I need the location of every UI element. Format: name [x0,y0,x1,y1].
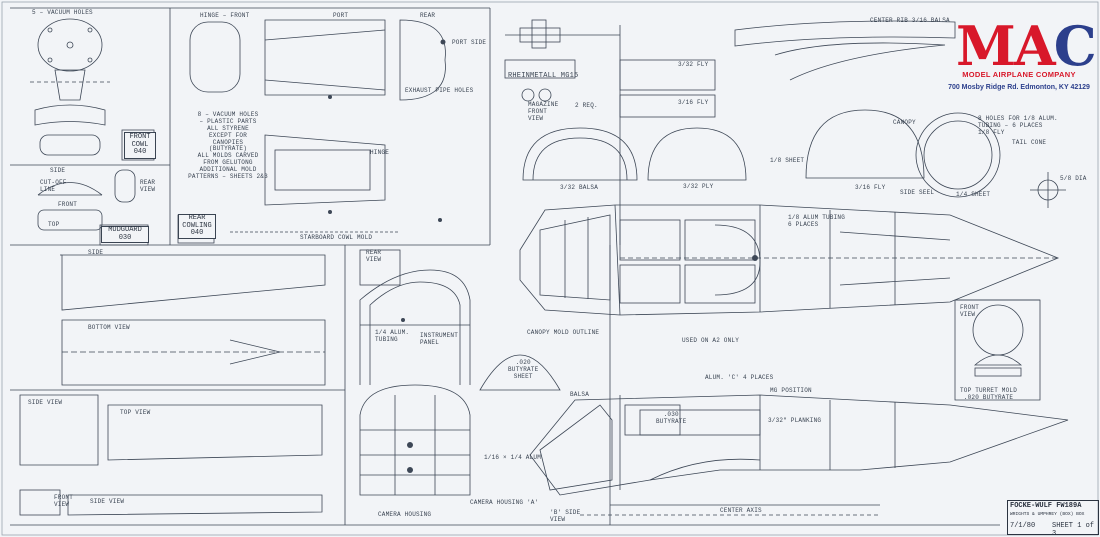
label-side: SIDE [50,167,66,174]
label-bottom-view: BOTTOM VIEW [88,324,130,331]
label-side-view-b: 'B' SIDE VIEW [550,509,581,523]
label-three-fly: 3/16 FLY [855,184,886,191]
title-name: FOCKE-WULF FW189A [1010,502,1082,510]
label-alum-tubing2: 1/4 ALUM. TUBING [375,329,410,343]
label-starboard-cowl-mold: STARBOARD COWL MOLD [300,234,373,241]
logo-letter-m: M [956,14,1016,78]
label-top-view-left: TOP VIEW [120,409,151,416]
mac-logo: MAC MODEL AIRPLANE COMPANY 700 Mosby Rid… [944,18,1097,98]
label-vacuum-holes: 5 – VACUUM HOLES [32,9,93,16]
label-front-view: FRONT VIEW [960,304,980,318]
label-planking: 3/32" PLANKING [768,417,822,424]
logo-company: MODEL AIRPLANE COMPANY [962,70,1076,79]
label-butyrate-030: .030 BUTYRATE [656,411,687,425]
label-sheet-14: 1/4 SHEET [956,191,991,198]
label-magazine: MAGAZINE FRONT VIEW [528,101,559,122]
label-center-axis: CENTER AXIS [720,507,762,514]
label-canopy: CANOPY [893,119,916,126]
mudguard-code: MUDGUARD 030 [101,226,149,244]
label-fly-18: 1/8 FLY [978,129,1005,136]
label-fly-332: 3/32 FLY [678,61,709,68]
label-dia: 5/8 DIA [1060,175,1087,182]
title-block: FOCKE-WULF FW189A WRIGHTS & UMPHREY (BOX… [1007,500,1099,537]
mac-letters: MAC [956,18,1097,74]
label-sheet-18: 1/8 SHEET [770,157,805,164]
label-balsa: BALSA [570,391,590,398]
label-side-top: SIDE [88,249,104,256]
label-hinge-front: HINGE – FRONT [200,12,250,19]
label-front-view-left: FRONT VIEW [54,494,74,508]
title-designer: WRIGHTS & UMPHREY (BOX) BOX [1010,512,1085,517]
label-front: FRONT [58,201,78,208]
label-center-rib: CENTER RIB 3/16 BALSA [870,17,950,24]
label-canopy-mold-outline: CANOPY MOLD OUTLINE [527,329,600,336]
label-top-turret: TOP TURRET MOLD .020 BUTYRATE [960,387,1018,401]
label-butyrate-sheet: .020 BUTYRATE SHEET [508,359,539,380]
label-rear: REAR [420,12,436,19]
label-gun: RHEINMETALL MG15 [508,72,579,80]
label-fly-316: 3/16 FLY [678,99,709,106]
label-req: 2 REQ. [575,102,598,109]
label-sheet-footer: SIDE VIEW [90,498,125,505]
label-port: PORT [333,12,349,19]
rear-cowling-code: REAR COWLING 040 [178,214,216,240]
label-port-side: PORT SIDE [452,39,487,46]
label-rear-view2: REAR VIEW [366,249,382,263]
logo-address: 700 Mosby Ridge Rd. Edmonton, KY 42129 [948,84,1090,91]
label-ply-332: 3/32 PLY [683,183,714,190]
logo-letter-a: A [1013,14,1056,78]
label-instrument-panel: INSTRUMENT PANEL [420,332,459,346]
label-alum-hinge: 1/16 × 1/4 ALUM [484,454,542,461]
logo-letter-c: C [1053,14,1097,78]
title-sheet: SHEET 1 of 3 [1052,522,1095,537]
label-hinge: HINGE [370,149,390,156]
label-holes-alum: 8 HOLES FOR 1/8 ALUM. TUBING – 6 PLACES [978,115,1058,129]
label-side-view-left: SIDE VIEW [28,399,63,406]
label-used-on-a2: USED ON A2 ONLY [682,337,740,344]
label-exhaust-holes: EXHAUST PIPE HOLES [405,87,474,94]
front-cowl-code: FRONT COWL 040 [124,132,156,160]
label-vacuum-notes: 8 – VACUUM HOLES – PLASTIC PARTS ALL STY… [188,111,268,181]
label-alum-places: ALUM. 'C' 4 PLACES [705,374,774,381]
label-balsa-332: 3/32 BALSA [560,184,599,191]
label-top: TOP [48,221,60,228]
label-rear-view: REAR VIEW [140,179,156,193]
label-tail-cone: TAIL CONE [1012,139,1047,146]
label-cut-off-line: CUT-OFF LINE [40,179,67,193]
label-camera-housing: CAMERA HOUSING [378,511,432,518]
title-date: 7/1/80 [1010,522,1036,530]
label-mg-position: MG POSITION [770,387,812,394]
label-alum-tubing: 1/8 ALUM TUBING 6 PLACES [788,214,846,228]
label-side-seel: SIDE SEEL [900,189,935,196]
label-camera-housing-a: CAMERA HOUSING 'A' [470,499,539,506]
